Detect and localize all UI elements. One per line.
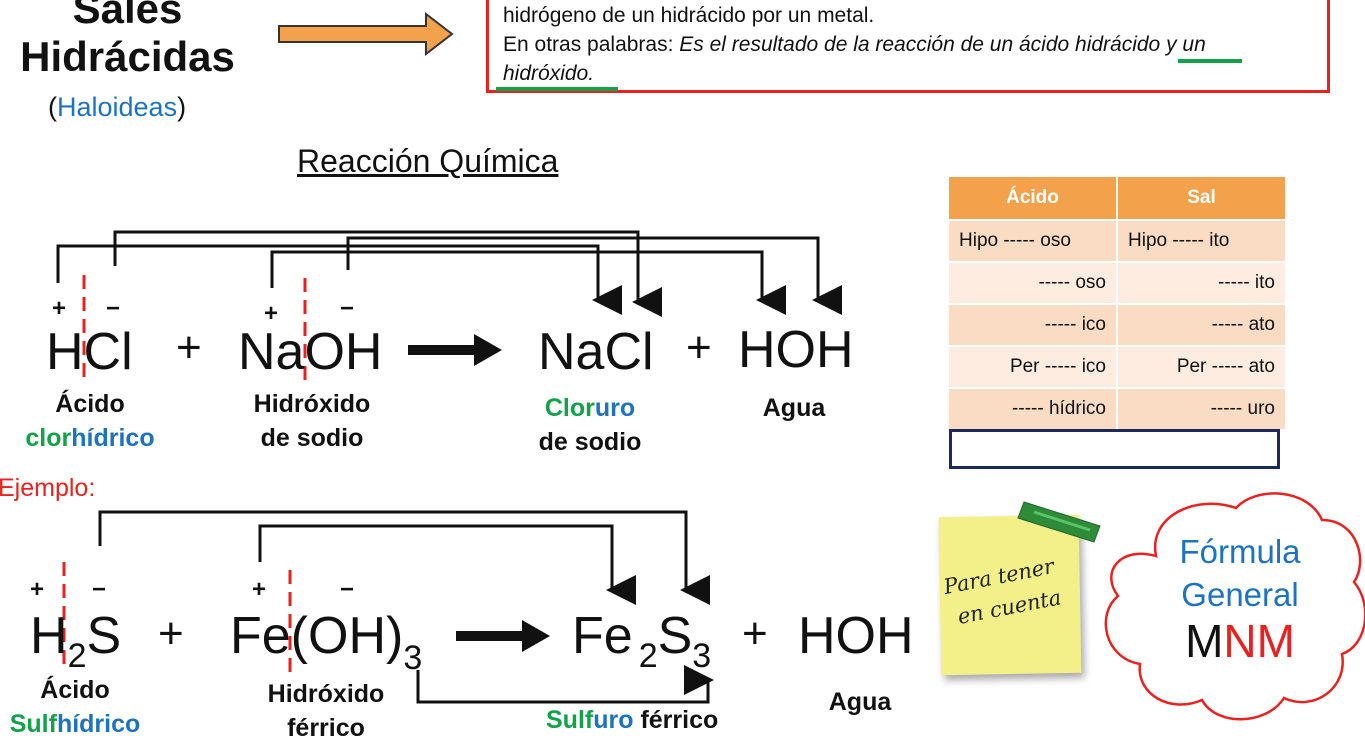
reaction-arrow-2-icon	[456, 620, 550, 652]
title-line-2: Hidrácidas	[20, 33, 235, 80]
charge-plus-hcl: +	[52, 295, 67, 322]
example-label: Ejemplo:	[0, 474, 96, 502]
name-hidroxido-de-sodio: Hidróxido de sodio	[253, 390, 371, 452]
charge-minus-hcl: −	[106, 295, 121, 322]
reaction-2-connectors	[62, 510, 714, 704]
table-row: Hipo ----- oso Hipo ----- ito	[949, 221, 1285, 261]
plus-sign-2: +	[686, 323, 712, 372]
suffix-table-grid: Ácido Sal Hipo ----- oso Hipo ----- ito …	[947, 175, 1287, 431]
table-header-sal: Sal	[1118, 177, 1285, 219]
page-title: Sales Hidrácidas	[0, 0, 255, 78]
formula-nacl: NaCl	[538, 323, 654, 381]
formula-h2s: H2S	[30, 607, 122, 675]
charge-plus-h2s: +	[30, 576, 45, 603]
formula-naoh: NaOH	[238, 323, 383, 381]
plus-sign-3: +	[158, 609, 184, 658]
charge-minus-naoh: −	[340, 295, 355, 322]
charge-minus-h2s: −	[92, 576, 107, 603]
green-underline-hidracido	[1178, 59, 1242, 63]
definition-line-3: hidróxido.	[503, 62, 595, 85]
plus-sign-4: +	[742, 609, 768, 658]
definition-line-2: En otras palabras: Es el resultado de la…	[503, 33, 1206, 56]
green-underline-hidroxido	[496, 87, 618, 91]
table-row-highlighted: ----- hídrico ----- uro	[949, 389, 1285, 429]
name-acido-clorhidrico: Ácido clorhídrico	[25, 390, 155, 452]
name-agua-1: Agua	[762, 394, 826, 422]
green-tape-icon	[1017, 501, 1101, 543]
name-agua-2: Agua	[828, 688, 892, 716]
reaction-arrow-1-icon	[408, 334, 502, 366]
formula-hoh-1: HOH	[738, 321, 854, 379]
charge-minus-feoh3: −	[340, 576, 355, 603]
cloud-line-1: Fórmula	[1179, 533, 1301, 570]
suffix-table: Ácido Sal Hipo ----- oso Hipo ----- ito …	[947, 175, 1287, 431]
title-line-1: Sales	[72, 0, 183, 32]
formula-hoh-2: HOH	[798, 607, 914, 665]
name-sulfuro-ferrico: Sulfuro férrico	[546, 706, 719, 734]
cloud-text: Fórmula General MNM	[1150, 530, 1330, 666]
name-cloruro-de-sodio: Cloruro de sodio	[538, 394, 642, 456]
plus-sign-1: +	[176, 323, 202, 372]
reaction-title: Reacción Química	[297, 143, 559, 179]
definition-line-1: hidrógeno de un hidrácido por un metal.	[503, 4, 875, 27]
cloud-shape-icon	[1104, 492, 1365, 721]
name-hidroxido-ferrico: Hidróxido férrico	[267, 680, 385, 742]
charge-plus-feoh3: +	[252, 576, 267, 603]
table-row: ----- ico ----- ato	[949, 305, 1285, 345]
table-header-acido: Ácido	[949, 177, 1116, 219]
definition-box: hidrógeno de un hidrácido por un metal. …	[486, 0, 1330, 93]
table-row: Per ----- ico Per ----- ato	[949, 347, 1285, 387]
formula-feoh3: Fe(OH)3	[230, 607, 423, 677]
orange-arrow-icon	[278, 11, 454, 57]
table-highlight-box	[949, 429, 1280, 469]
cloud-mnm: MNM	[1185, 615, 1295, 667]
charge-plus-naoh: +	[264, 300, 279, 327]
cloud-line-2: General	[1181, 576, 1299, 613]
table-row: ----- oso ----- ito	[949, 263, 1285, 303]
page-subtitle: (Haloideas)	[48, 92, 187, 122]
name-acido-sulfhidrico: Ácido Sulfhídrico	[9, 676, 141, 738]
sticky-note-text: Para tener en cuenta	[941, 554, 1064, 629]
subtitle-haloideas: Haloideas	[57, 92, 178, 122]
formula-hcl: HCl	[46, 323, 133, 381]
reaction-1-connectors	[56, 230, 842, 385]
